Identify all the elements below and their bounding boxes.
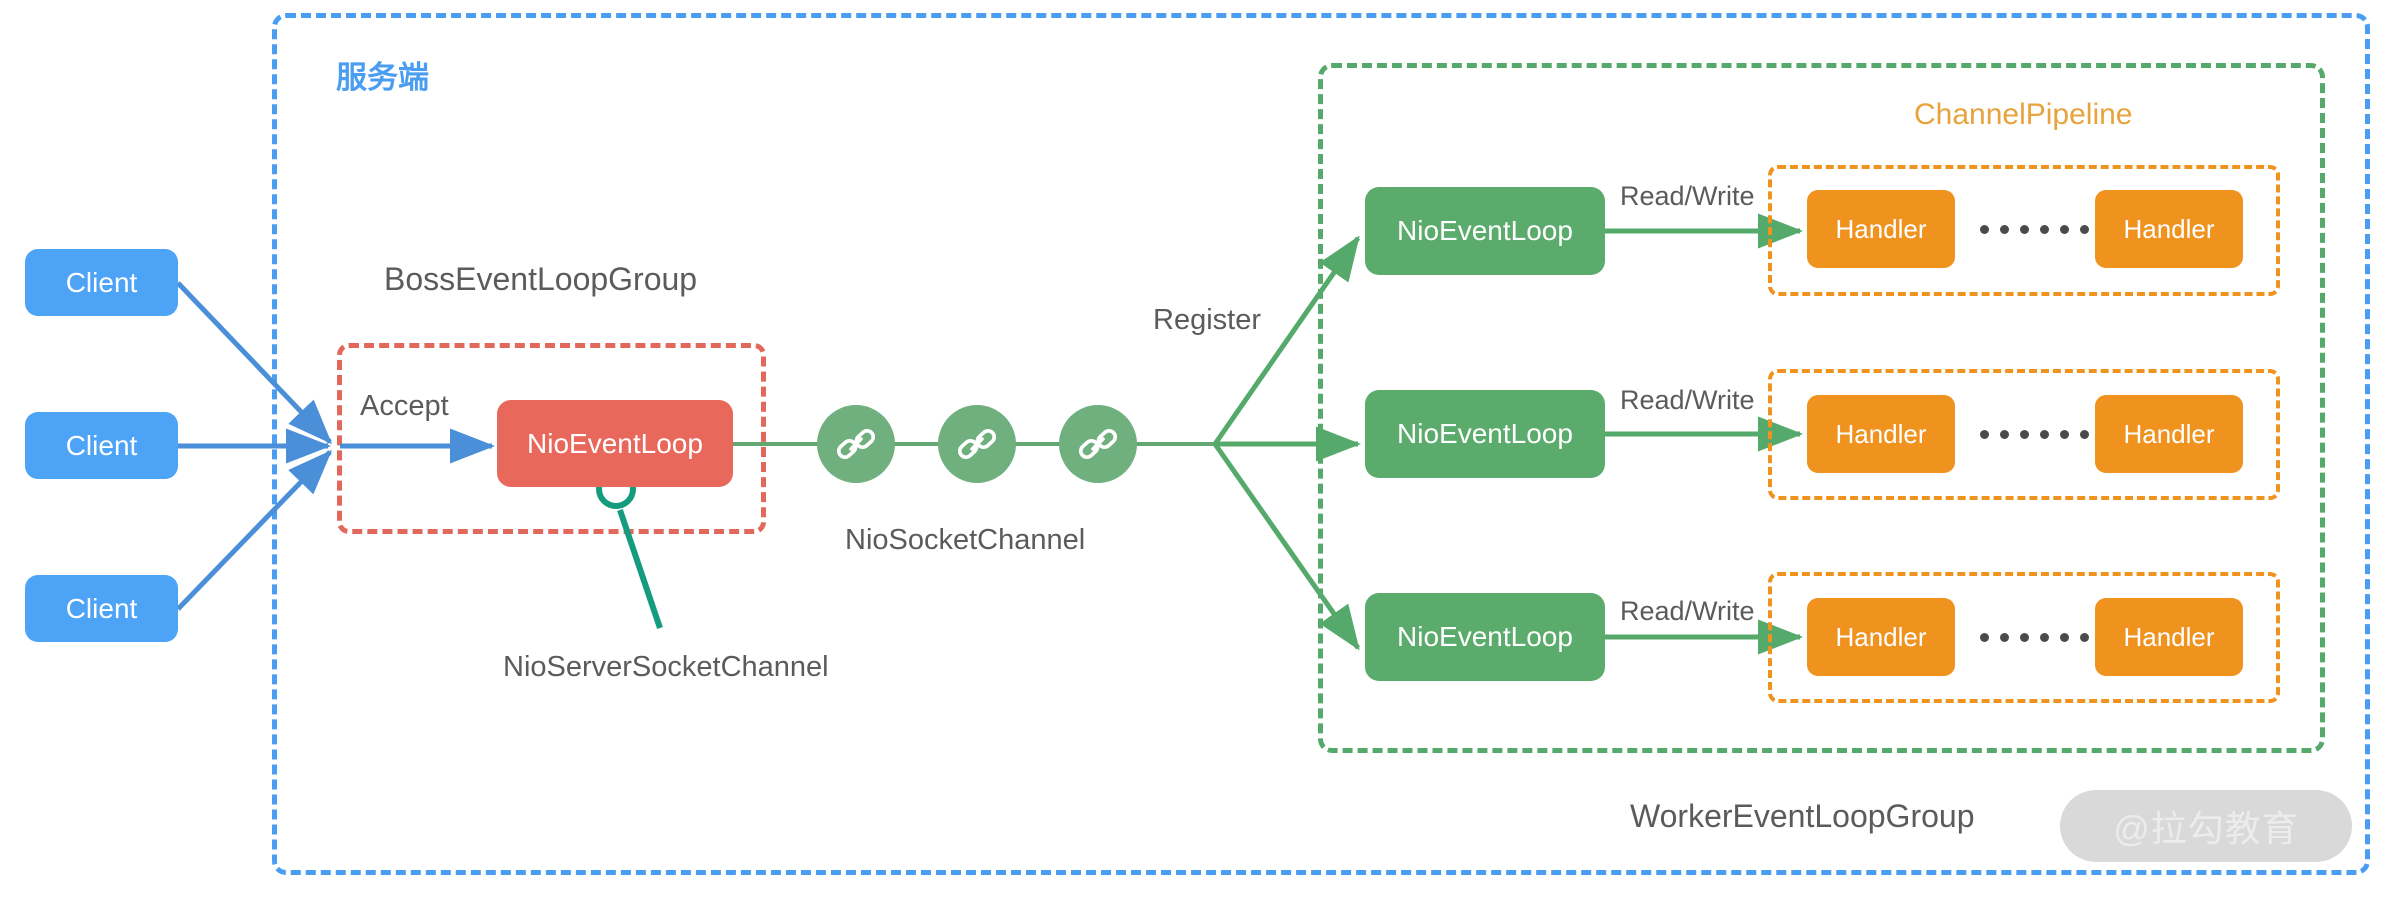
handler-node-row-2-first[interactable]: Handler <box>1807 395 1955 473</box>
handler-node-row-1-last[interactable]: Handler <box>2095 190 2243 268</box>
nio-server-socket-channel-label: NioServerSocketChannel <box>503 651 829 683</box>
handler-node-row-1-first[interactable]: Handler <box>1807 190 1955 268</box>
handler-node-row-3-last[interactable]: Handler <box>2095 598 2243 676</box>
handler-ellipsis-row-3 <box>1980 633 2089 642</box>
chain-link-icon <box>938 405 1016 483</box>
client-node-2[interactable]: Client <box>25 412 178 479</box>
worker-nio-event-loop-node-2[interactable]: NioEventLoop <box>1365 390 1605 478</box>
accept-label: Accept <box>360 390 449 422</box>
read-write-label-row-3: Read/Write <box>1620 596 1755 626</box>
nio-socket-channel-label: NioSocketChannel <box>845 524 1086 556</box>
channel-pipeline-box-row-1 <box>1768 165 2280 296</box>
chain-link-icon <box>817 405 895 483</box>
worker-event-loop-group-label: WorkerEventLoopGroup <box>1630 798 1975 834</box>
chain-link-icon <box>1059 405 1137 483</box>
boss-event-loop-group-box <box>337 343 766 534</box>
channel-pipeline-box-row-3 <box>1768 572 2280 703</box>
watermark-badge: @拉勾教育 <box>2060 790 2352 862</box>
handler-ellipsis-row-2 <box>1980 430 2089 439</box>
client-node-1[interactable]: Client <box>25 249 178 316</box>
client-node-3[interactable]: Client <box>25 575 178 642</box>
read-write-label-row-1: Read/Write <box>1620 181 1755 211</box>
worker-nio-event-loop-node-3[interactable]: NioEventLoop <box>1365 593 1605 681</box>
channel-pipeline-label: ChannelPipeline <box>1914 98 2133 131</box>
handler-node-row-2-last[interactable]: Handler <box>2095 395 2243 473</box>
handler-ellipsis-row-1 <box>1980 225 2089 234</box>
server-title-label: 服务端 <box>336 60 429 95</box>
worker-nio-event-loop-node-1[interactable]: NioEventLoop <box>1365 187 1605 275</box>
read-write-label-row-2: Read/Write <box>1620 385 1755 415</box>
register-label: Register <box>1153 304 1261 336</box>
boss-nio-event-loop-node[interactable]: NioEventLoop <box>497 400 733 487</box>
handler-node-row-3-first[interactable]: Handler <box>1807 598 1955 676</box>
boss-event-loop-group-label: BossEventLoopGroup <box>384 261 698 297</box>
channel-pipeline-box-row-2 <box>1768 369 2280 500</box>
